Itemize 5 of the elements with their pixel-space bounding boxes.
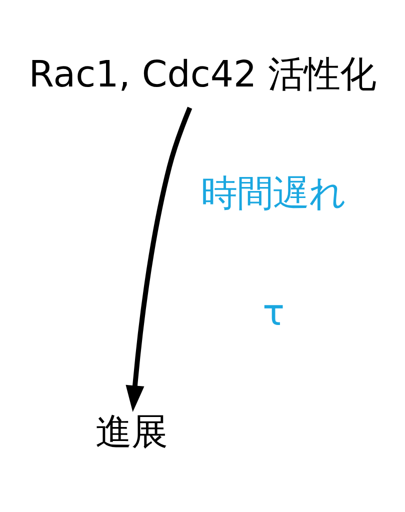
label: 時間遅れ: [201, 172, 346, 215]
label: τ: [262, 290, 285, 334]
arrow: [126, 106, 192, 412]
node-text: 進展: [95, 410, 168, 453]
node-text: Rac1, Cdc42 活性化: [28, 52, 376, 96]
